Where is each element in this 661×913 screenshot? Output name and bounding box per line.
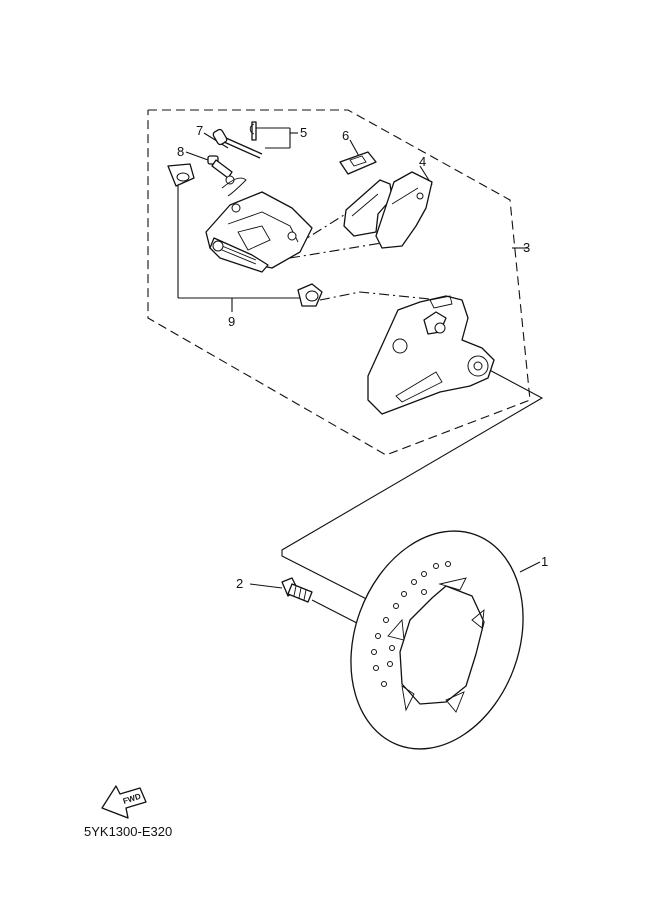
fwd-arrow-icon: FWD xyxy=(101,785,147,819)
callout-3: 3 xyxy=(523,240,530,255)
boot-upper xyxy=(167,163,195,187)
assembly-boundary xyxy=(147,109,531,456)
banjo-fitting xyxy=(221,177,247,197)
brake-pads xyxy=(343,171,433,249)
clip xyxy=(249,121,257,141)
leader-lines xyxy=(177,127,541,589)
callout-2: 2 xyxy=(236,576,243,591)
callout-1: 1 xyxy=(541,554,548,569)
brake-disc xyxy=(350,530,524,750)
bleed-screw xyxy=(207,155,235,185)
callout-4: 4 xyxy=(419,154,426,169)
callout-7: 7 xyxy=(196,123,203,138)
pin-bolt xyxy=(212,128,263,159)
disc-bolt xyxy=(281,577,313,603)
drawing-code: 5YK1300-E320 xyxy=(84,824,173,839)
boot-lower xyxy=(297,283,323,307)
callout-6: 6 xyxy=(342,128,349,143)
callout-5: 5 xyxy=(300,125,307,140)
callout-labels: 1 2 3 4 5 6 7 8 9 xyxy=(177,123,548,591)
disc-drill-holes xyxy=(371,561,451,687)
caliper-bracket xyxy=(367,295,495,415)
callout-8: 8 xyxy=(177,144,184,159)
callout-9: 9 xyxy=(228,314,235,329)
pad-spring xyxy=(339,151,377,175)
caliper-body xyxy=(205,191,313,273)
